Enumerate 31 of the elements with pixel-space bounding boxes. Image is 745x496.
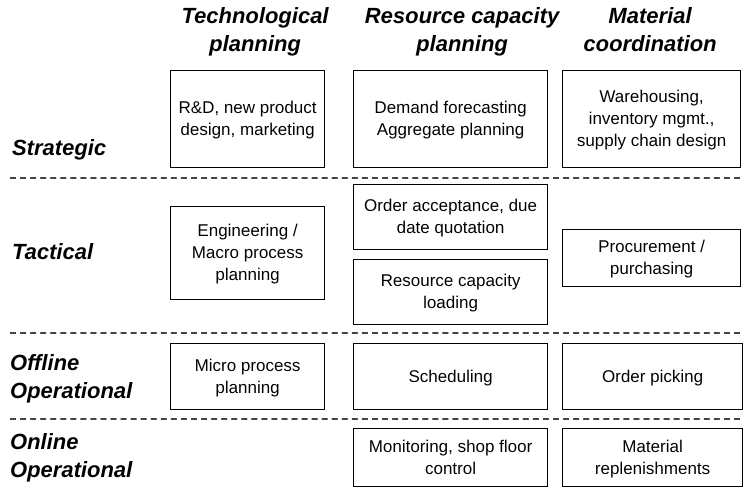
process-box: [562, 70, 741, 168]
box-text: Engineering / Macro process planning: [190, 220, 304, 286]
column-heading: Technological planning: [180, 2, 330, 58]
box-text: Order picking: [602, 366, 704, 388]
column-heading: Resource capacity planning: [364, 2, 561, 58]
process-box: [170, 70, 325, 168]
box-text: R&D, new product design, marketing: [178, 97, 318, 141]
row-heading: Tactical: [12, 238, 94, 266]
process-box: [353, 428, 548, 487]
box-text: Scheduling: [408, 366, 493, 388]
row-heading: Offline Operational: [10, 349, 134, 405]
row-heading: Strategic: [12, 134, 108, 162]
box-text: Demand forecasting Aggregate planning: [373, 97, 528, 141]
process-box: [562, 229, 741, 287]
box-text: Monitoring, shop floor control: [368, 436, 534, 480]
box-text: Resource capacity loading: [380, 270, 522, 314]
process-box: [170, 343, 325, 410]
box-text: Order acceptance, due date quotation: [363, 195, 538, 239]
column-heading: Material coordination: [582, 2, 718, 58]
process-box: [170, 206, 325, 300]
box-text: Material replenishments: [594, 436, 712, 480]
box-text: Warehousing, inventory mgmt., supply chain design: [576, 86, 728, 152]
box-text: Micro process planning: [194, 354, 302, 398]
process-box: [353, 70, 548, 168]
row-heading: Online Operational: [10, 428, 134, 484]
process-box: [353, 343, 548, 410]
process-box: [353, 184, 548, 250]
process-box: [353, 259, 548, 325]
box-text: Procurement / purchasing: [597, 236, 706, 280]
process-box: [562, 428, 743, 487]
process-box: [562, 343, 743, 410]
